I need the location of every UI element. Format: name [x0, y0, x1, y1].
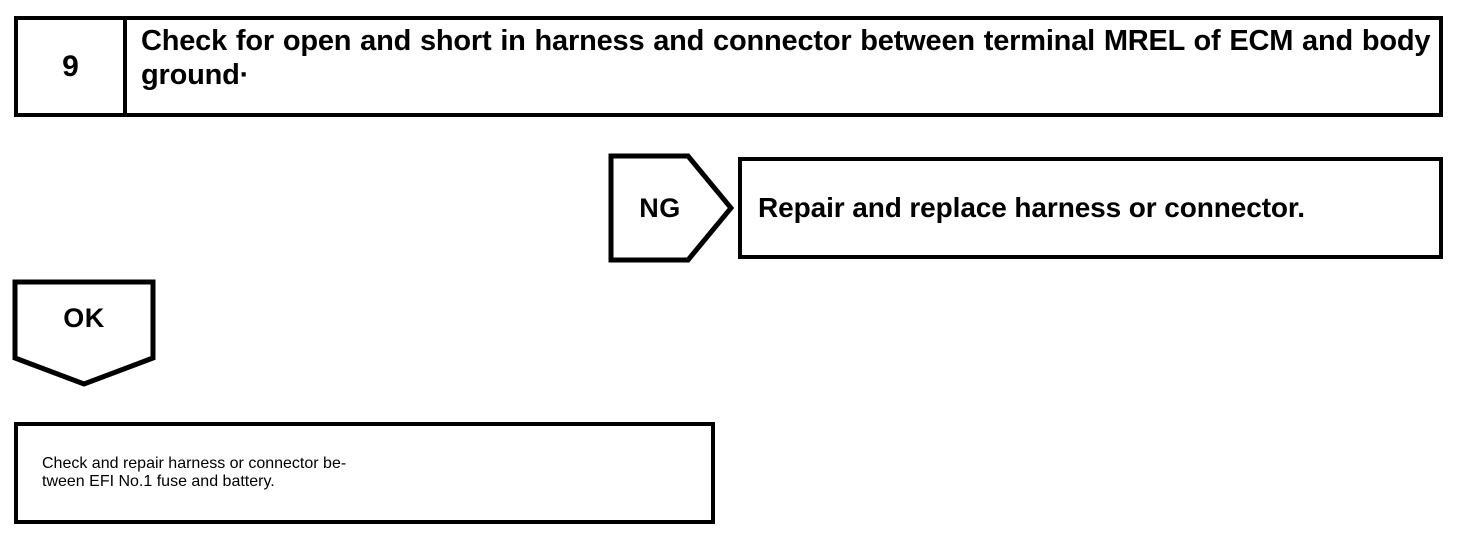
- result-text-repair: Repair and replace harness or connector.: [758, 191, 1305, 223]
- result-line-2: tween EFI No.1 fuse and battery.: [42, 473, 275, 490]
- step-box-9: 9 Check for open and short in harness an…: [14, 16, 1443, 117]
- pentagon-down-icon: [12, 279, 156, 387]
- result-box-check-battery: Check and repair harness or connector be…: [14, 422, 715, 524]
- branch-label-ok: OK: [63, 303, 105, 333]
- result-box-repair: Repair and replace harness or connector.: [738, 157, 1443, 259]
- result-text-check-battery: Check and repair harness or connector be…: [42, 455, 346, 491]
- step-number: 9: [62, 49, 79, 83]
- branch-label-ng: NG: [639, 192, 681, 223]
- step-instruction-text: Check for open and short in harness and …: [141, 25, 1431, 91]
- step-number-cell: 9: [18, 20, 127, 113]
- branch-marker-ng: NG: [608, 153, 734, 263]
- branch-marker-ok: OK: [12, 279, 156, 389]
- step-instruction-cell: Check for open and short in harness and …: [127, 20, 1439, 113]
- pentagon-right-icon: [608, 153, 734, 263]
- result-line-1: Check and repair harness or connector be…: [42, 455, 347, 472]
